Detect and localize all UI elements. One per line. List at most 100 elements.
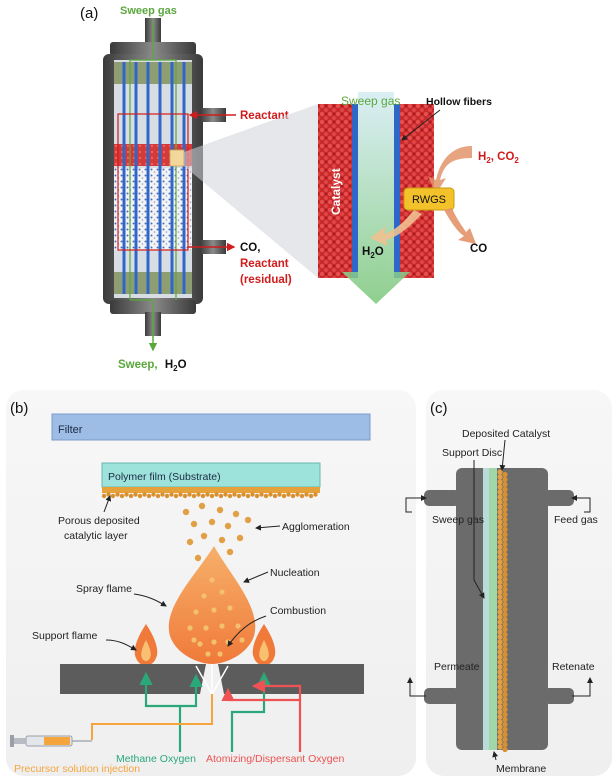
membrane-pointer	[492, 751, 499, 761]
filter-label: Filter	[58, 424, 83, 436]
spray-cone-lines	[195, 664, 229, 695]
porous-particle	[223, 492, 228, 497]
co-arrow	[444, 208, 476, 244]
flame-particle	[235, 623, 241, 629]
combustion-label: Combustion	[270, 605, 326, 617]
support-flame-label: Support flame	[32, 630, 98, 642]
catalyst-particle	[502, 536, 508, 543]
agglomerate-particle	[216, 506, 224, 514]
catalyst-particle	[497, 734, 503, 740]
catalyst-particle	[502, 746, 508, 753]
catalyst-particle	[502, 506, 508, 513]
deposited-catalyst-label: Deposited Catalyst	[462, 428, 550, 440]
co2-sub: 2	[514, 156, 519, 165]
h2-sub: 2	[486, 156, 491, 165]
porous-particle	[286, 492, 291, 497]
flame-particle	[209, 577, 215, 583]
porous-particle	[218, 493, 224, 499]
porous-particle	[110, 493, 116, 499]
catalyst-particle	[502, 511, 508, 518]
porous-particle	[227, 493, 233, 499]
catalyst-particle	[497, 524, 503, 530]
panel-c: (c) Deposited Catalyst Support Disc Swee…	[405, 390, 612, 776]
catalyst-particle	[497, 549, 503, 555]
agglomerate-particle	[236, 534, 244, 542]
porous-particle	[245, 493, 251, 499]
support-disc-label: Support Disc	[442, 447, 502, 459]
h2o-bottom-h: H	[165, 359, 173, 371]
catalyst-particle	[497, 669, 503, 675]
catalyst-particle	[497, 644, 503, 650]
catalyst-particle	[502, 561, 508, 568]
catalyst-particle	[497, 624, 503, 630]
nucleation-pointer	[243, 571, 269, 583]
porous-particle	[299, 493, 305, 499]
combustion-pointer	[227, 615, 267, 647]
syringe-icon	[10, 735, 92, 747]
co-label: CO,	[240, 242, 260, 254]
sweep-bottom: Sweep,	[118, 359, 158, 371]
catalyst-particle	[497, 709, 503, 715]
porous-particle	[268, 492, 273, 497]
h2o-zoom-o: O	[375, 246, 384, 258]
catalyst-particle	[497, 579, 503, 585]
catalyst-particle	[502, 521, 508, 528]
agglomeration-label: Agglomeration	[282, 521, 350, 533]
burner-nozzle-right	[218, 664, 234, 694]
feed-gas-pointer	[571, 495, 591, 513]
membrane-layer	[489, 468, 497, 750]
catalyst-particle	[502, 656, 508, 663]
deposited-catalyst-layer	[497, 469, 508, 753]
porous-particle	[191, 493, 197, 499]
flame-particle	[197, 641, 203, 647]
support-flame-right-inner	[259, 640, 269, 661]
catalyst-particle	[502, 621, 508, 628]
catalyst-particle	[497, 614, 503, 620]
polymer-film-label: Polymer film (Substrate)	[108, 471, 221, 483]
sweep-gas-big-arrow	[342, 92, 410, 304]
catalyst-block-left	[318, 104, 354, 278]
agglomerate-particle	[226, 548, 234, 556]
porous-particle	[281, 493, 287, 499]
catalyst-particle	[497, 539, 503, 545]
porous-particle	[164, 493, 170, 499]
catalyst-particle	[497, 474, 503, 480]
catalyst-particle	[502, 481, 508, 488]
h2-h: H	[478, 151, 486, 163]
catalyst-particle	[502, 516, 508, 523]
catalyst-particle	[502, 541, 508, 548]
catalyst-particle	[502, 716, 508, 723]
fiber-wall-left	[352, 104, 358, 278]
porous-particle	[250, 492, 255, 497]
co2-text: , CO	[491, 151, 515, 163]
feed-gas-port	[544, 490, 574, 506]
catalyst-particle	[502, 731, 508, 738]
catalyst-particle	[497, 674, 503, 680]
porous-particle	[142, 492, 147, 497]
flame-particle	[205, 651, 211, 657]
catalyst-particle	[502, 476, 508, 483]
top-potting	[114, 62, 192, 84]
porous-particle	[160, 492, 165, 497]
catalyst-particle	[497, 654, 503, 660]
catalyst-particle	[497, 699, 503, 705]
agglomerate-particle	[244, 516, 252, 524]
porous-particle	[254, 493, 260, 499]
catalyst-particle	[497, 514, 503, 520]
zoom-cone	[184, 104, 318, 278]
catalyst-particle	[497, 534, 503, 540]
catalyst-particle	[497, 609, 503, 615]
flame-particle	[187, 625, 193, 631]
catalyst-label: Catalyst	[329, 168, 343, 215]
precursor-label: Precursor solution injection	[14, 763, 140, 775]
catalyst-particle	[502, 626, 508, 633]
white-catalyst-bed	[114, 168, 192, 250]
catalyst-particle	[497, 634, 503, 640]
module-fibers	[122, 62, 186, 294]
porous-particle	[308, 493, 314, 499]
catalyst-particle	[497, 559, 503, 565]
catalyst-particle	[497, 729, 503, 735]
catalyst-particle	[497, 679, 503, 685]
retenate-label: Retenate	[552, 661, 595, 673]
